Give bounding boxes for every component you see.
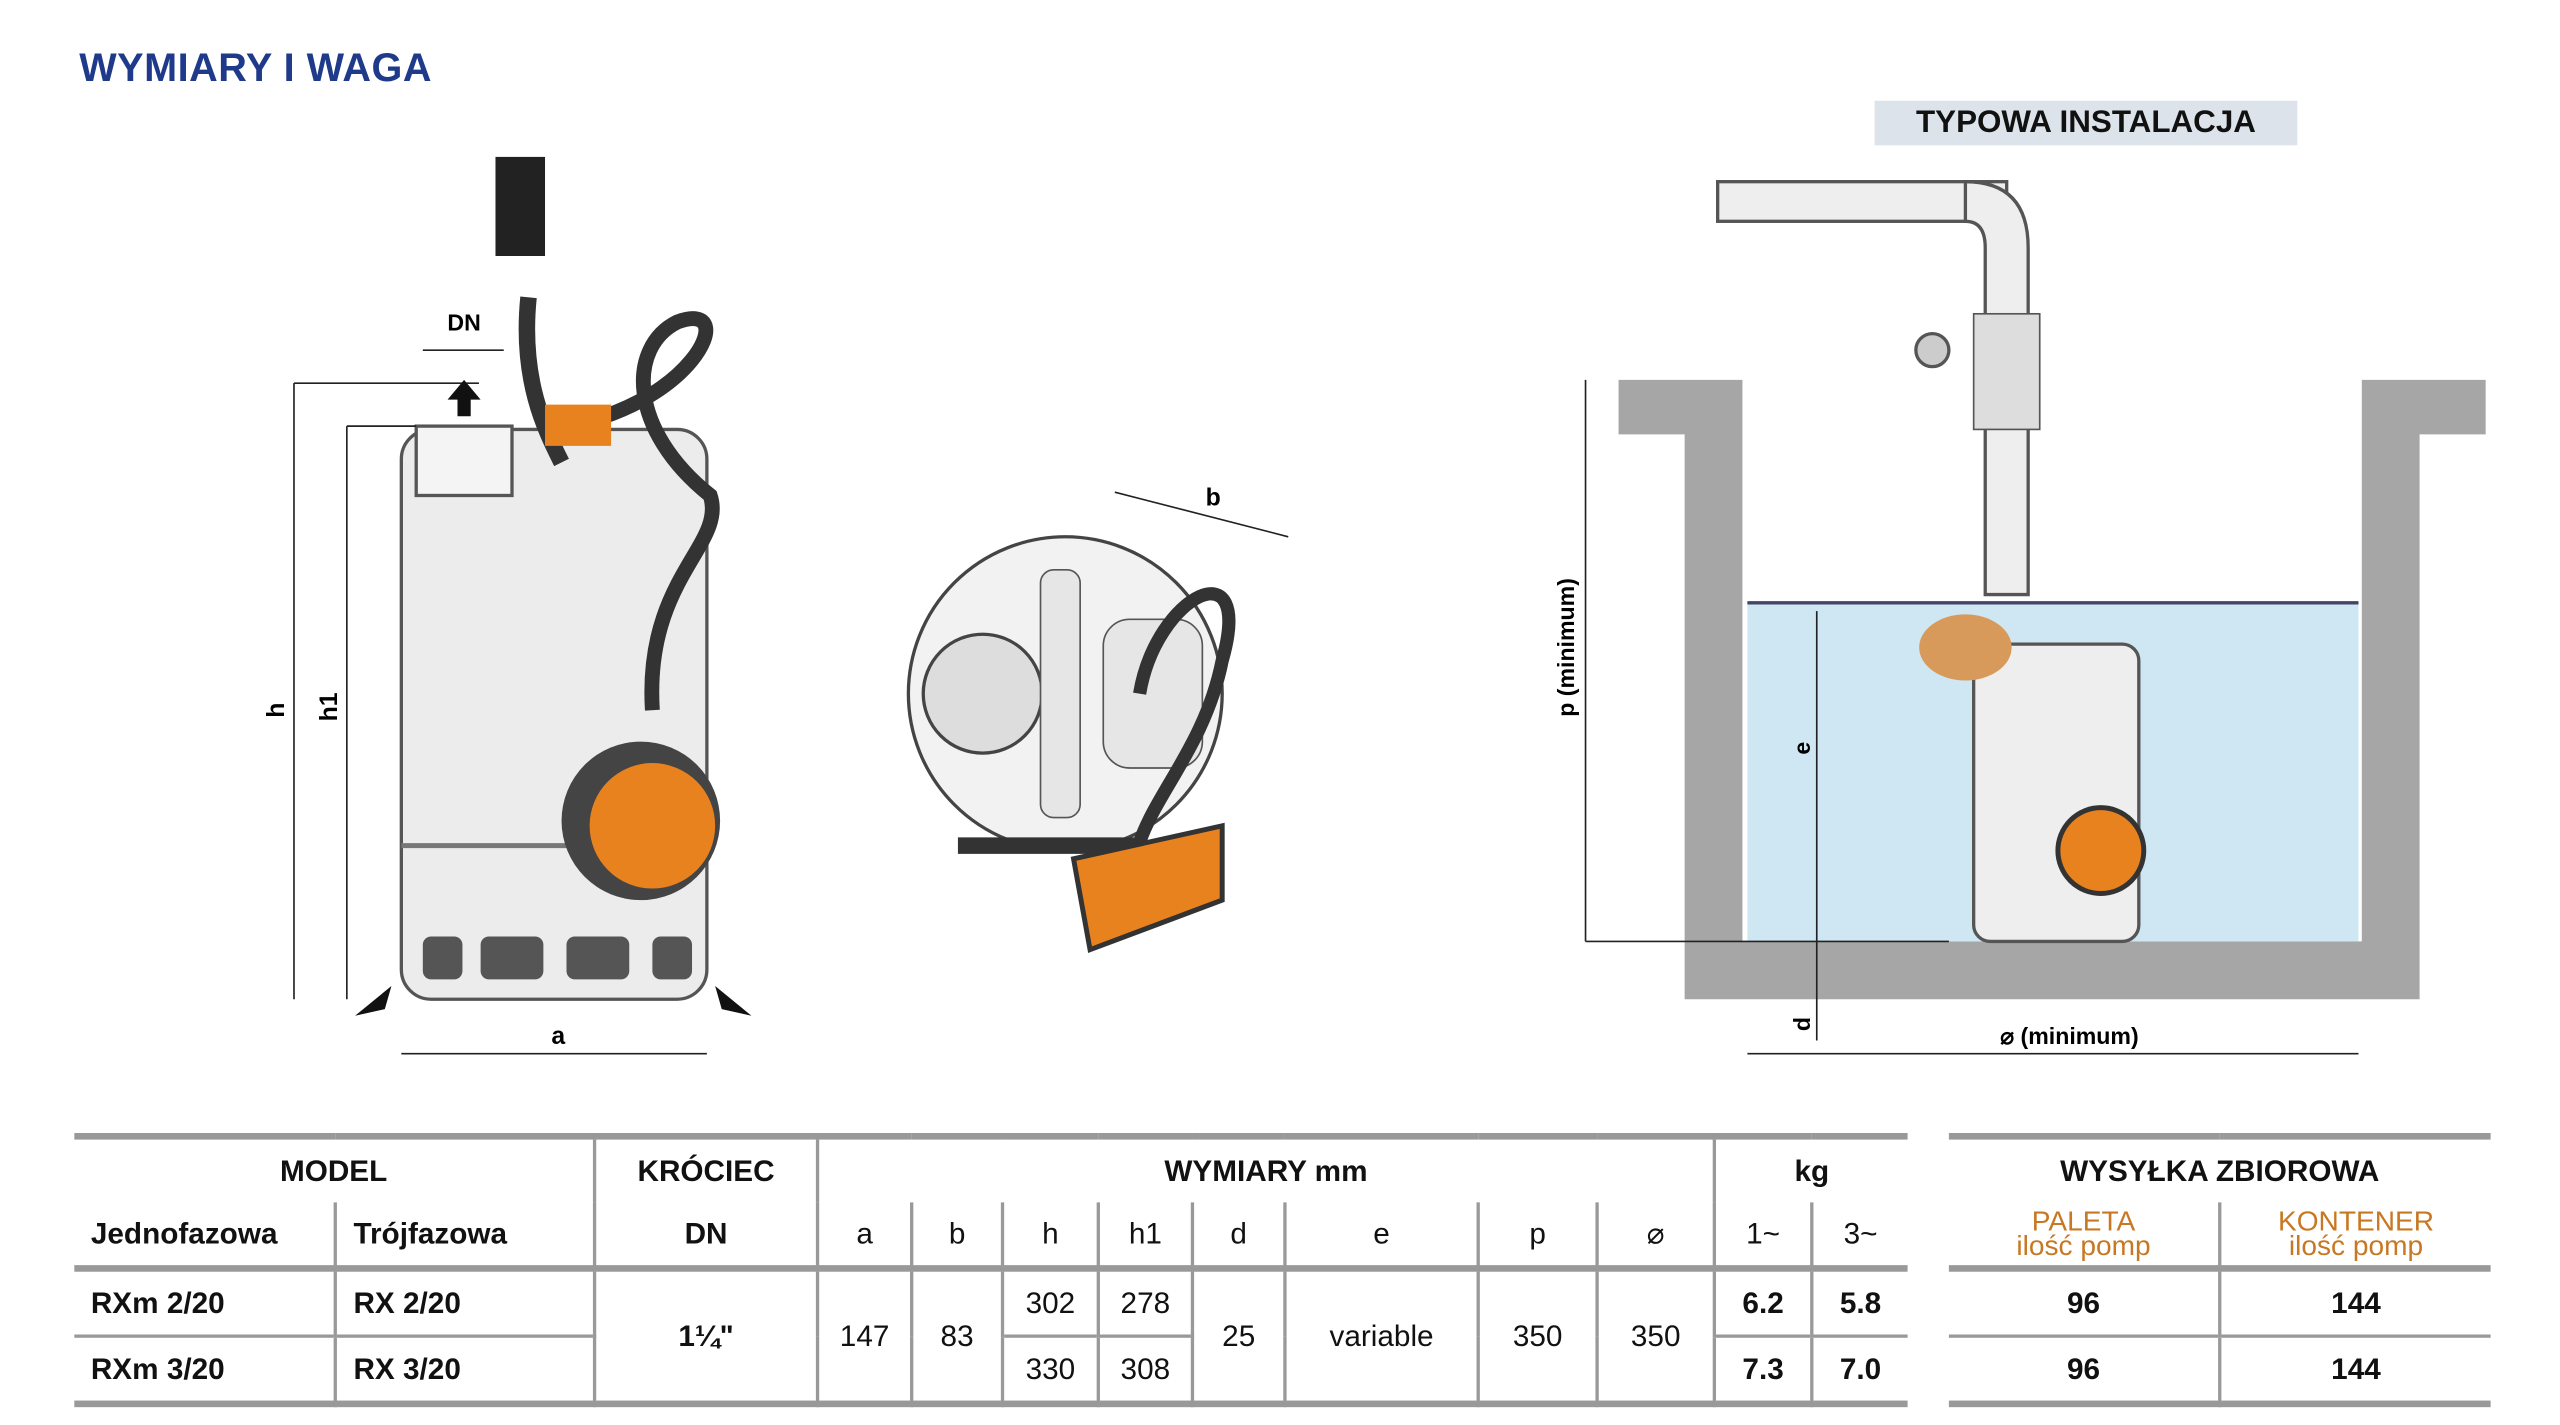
d-value: 25	[1190, 1268, 1285, 1404]
container-value: 144	[2218, 1334, 2491, 1404]
qty-label: ilość pomp	[2016, 1230, 2151, 1262]
e-label: e	[1789, 742, 1815, 755]
p-label: p (minimum)	[1553, 578, 1579, 717]
col-a: a	[815, 1202, 912, 1269]
container-label: KONTENER	[2277, 1205, 2435, 1238]
col-p: p	[1476, 1202, 1598, 1269]
diameter-value: 350	[1595, 1268, 1715, 1404]
a-value: 147	[815, 1268, 912, 1404]
pump-top-drawing: b	[906, 484, 1289, 954]
kg1-value: 7.3	[1712, 1334, 1812, 1404]
shipping-header: WYSYŁKA ZBIOROWA	[2060, 1153, 2380, 1187]
three-phase-header: Trójfazowa	[333, 1202, 595, 1269]
dimensions-header: WYMIARY mm	[815, 1136, 1715, 1203]
dn-label: DN	[447, 309, 480, 335]
dimensions-table: MODEL KRÓCIEC WYMIARY mm kg Jednofazowa …	[74, 1133, 1908, 1407]
d-label: d	[1789, 1017, 1815, 1031]
table-row: RXm 2/20 RX 2/20 1¼" 147 83 302 278 25 v…	[74, 1268, 1908, 1404]
h1-label: h1	[316, 692, 343, 721]
col-kg1: 1~	[1712, 1202, 1812, 1269]
model-three: RX 2/20	[333, 1268, 595, 1337]
pallet-value: 96	[1948, 1334, 2220, 1404]
dn-value: 1¼"	[592, 1268, 818, 1404]
col-b: b	[910, 1202, 1003, 1269]
b-label: b	[1206, 484, 1221, 511]
model-header: MODEL	[279, 1153, 388, 1187]
h-value: 302	[1000, 1268, 1099, 1337]
page-title: WYMIARY I WAGA	[79, 46, 432, 91]
installation-drawing: p (minimum) e d ⌀ (minimum)	[1553, 180, 2486, 1055]
kg1-value: 6.2	[1712, 1268, 1812, 1337]
single-phase-header: Jednofazowa	[90, 1216, 278, 1250]
b-value: 83	[910, 1268, 1003, 1404]
col-h1: h1	[1096, 1202, 1193, 1269]
installation-label: TYPOWA INSTALACJA	[1874, 100, 2298, 146]
col-kg3: 3~	[1810, 1202, 1908, 1269]
table-row: RXm 3/20 RX 3/20 330 308 7.3 7.0	[74, 1334, 1908, 1404]
model-single: RXm 2/20	[90, 1285, 225, 1319]
e-value: variable	[1283, 1268, 1479, 1404]
outlet-sub-header: DN	[592, 1202, 818, 1269]
a-label: a	[551, 1023, 565, 1050]
h-value: 330	[1000, 1334, 1099, 1404]
outlet-header: KRÓCIEC	[592, 1136, 818, 1203]
col-diameter: ⌀	[1595, 1202, 1715, 1269]
col-h: h	[1000, 1202, 1099, 1269]
weight-header: kg	[1712, 1136, 1908, 1203]
diameter-label: ⌀ (minimum)	[2000, 1023, 2138, 1049]
kg3-value: 7.0	[1810, 1334, 1908, 1404]
h1-value: 308	[1096, 1334, 1193, 1404]
kg3-value: 5.8	[1810, 1268, 1908, 1337]
p-value: 350	[1476, 1268, 1598, 1404]
pallet-label: PALETA	[2031, 1205, 2136, 1238]
container-value: 144	[2218, 1268, 2491, 1337]
drawings: DN h h1 a b	[263, 156, 2486, 1055]
pallet-value: 96	[2066, 1285, 2101, 1319]
table-row: 96 144	[1949, 1268, 2491, 1337]
model-three: RX 3/20	[333, 1334, 595, 1404]
pump-front-drawing: DN h h1 a	[263, 156, 752, 1055]
model-single: RXm 3/20	[74, 1334, 336, 1404]
col-e: e	[1283, 1202, 1479, 1269]
qty-label: ilość pomp	[2288, 1230, 2424, 1262]
table-row: 96 144	[1948, 1334, 2491, 1404]
h1-value: 278	[1096, 1268, 1193, 1337]
h-label: h	[263, 703, 290, 718]
col-d: d	[1190, 1202, 1285, 1269]
